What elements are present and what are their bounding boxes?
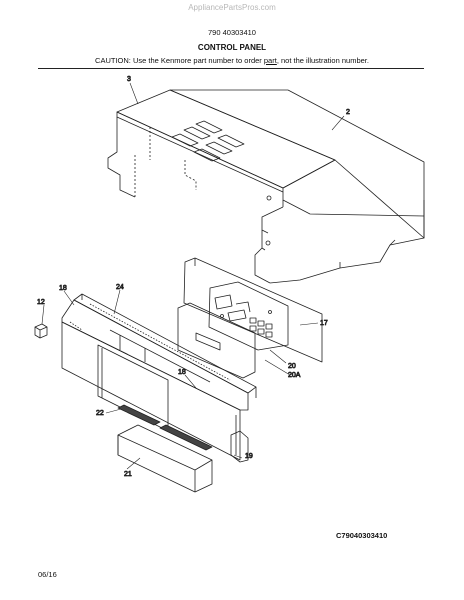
part-21-bottom-bracket[interactable] [117,424,213,493]
caution-part-link[interactable]: part [263,56,277,65]
part-17-membrane-board[interactable] [183,257,323,363]
part-3-top-cover[interactable] [107,89,336,246]
label-part-2: 2 [346,109,350,116]
part-2-chassis-cover[interactable] [169,89,425,284]
watermark: AppliancePartsPros.com [188,3,276,12]
caution-note: CAUTION: Use the Kenmore part number to … [0,56,464,65]
label-part-24: 24 [116,284,124,291]
caution-text-start: CAUTION: Use the Kenmore part number to … [95,56,264,65]
header-divider [38,68,424,69]
revision-date: 06/16 [38,570,57,579]
label-part-3: 3 [127,76,131,83]
label-part-19: 19 [245,453,253,460]
label-part-20a: 20A [288,372,301,379]
part-19-trim-strip[interactable] [230,430,249,463]
label-part-17: 17 [320,320,328,327]
part-24-control-panel-housing[interactable] [61,293,257,461]
part-20a-display-overlay[interactable] [177,302,256,379]
label-part-18-inner: 18 [178,369,186,376]
part-20-control-board[interactable] [208,281,289,351]
label-part-21: 21 [124,471,132,478]
part-22-connector[interactable] [117,404,213,451]
model-number: 790 40303410 [208,28,256,37]
label-part-20: 20 [288,363,296,370]
diagram-code: C79040303410 [336,531,388,540]
label-part-22: 22 [96,410,104,417]
label-part-18-top: 18 [59,285,67,292]
part-12-switch[interactable] [34,323,48,339]
diagram-title: CONTROL PANEL [197,43,267,52]
label-part-12: 12 [37,299,45,306]
leader-lines [41,82,345,470]
caution-text-end: , not the illustration number. [276,56,369,65]
